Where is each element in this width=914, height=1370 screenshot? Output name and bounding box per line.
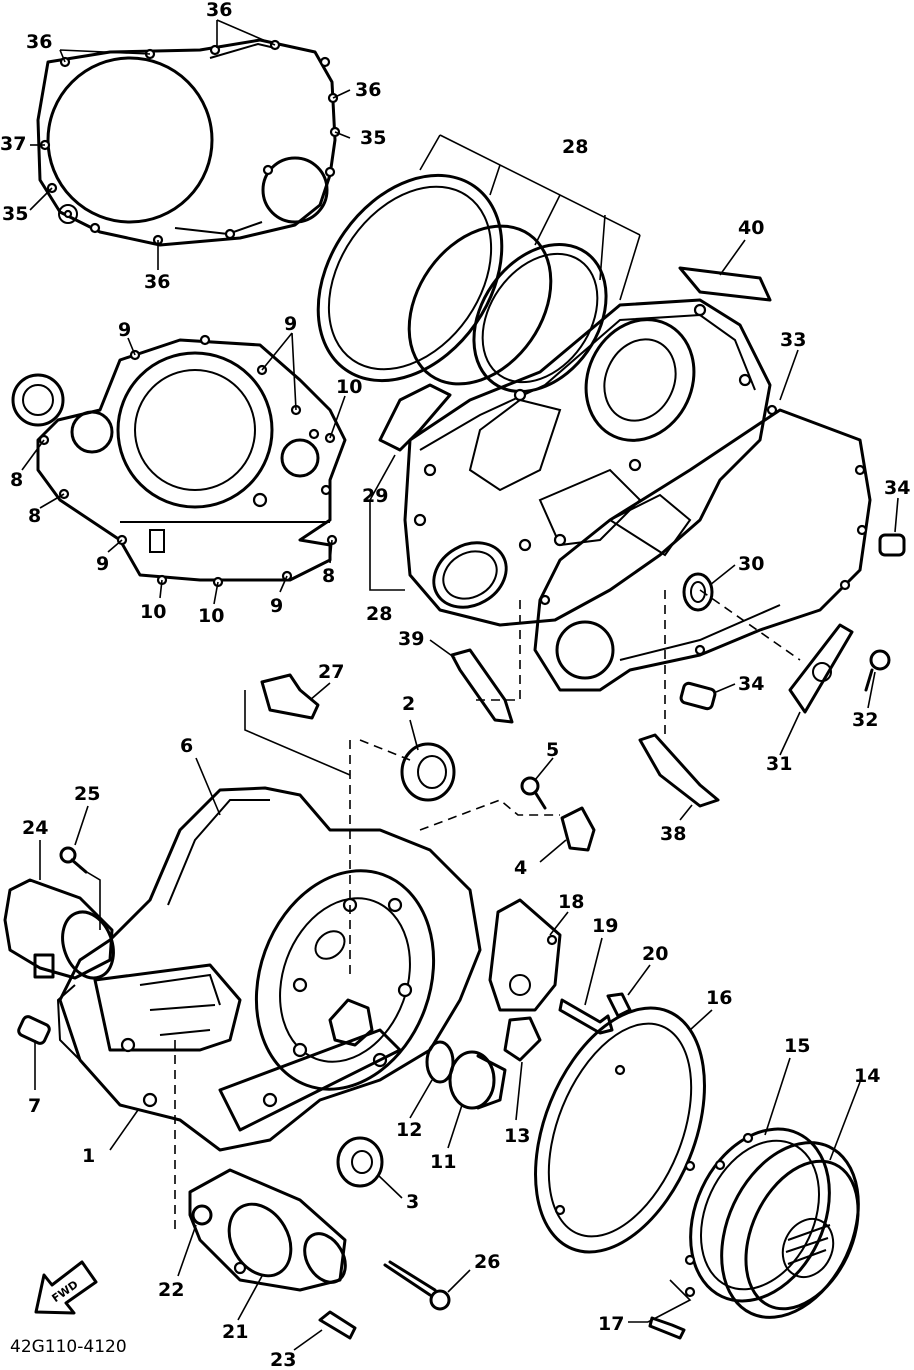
callout-22: 22 — [158, 1279, 184, 1301]
o-ring-12 — [409, 1040, 455, 1119]
callout-17: 17 — [598, 1313, 624, 1335]
crankcase-cover-15 — [684, 1057, 831, 1303]
callout-9-top-left: 9 — [118, 319, 131, 341]
dowel-34-lower — [679, 681, 736, 711]
callout-27: 27 — [318, 661, 344, 683]
gasket-22 — [177, 1204, 213, 1277]
callout-39: 39 — [398, 628, 424, 650]
callout-8-lower: 8 — [28, 505, 41, 527]
bearing-2 — [359, 719, 456, 802]
callout-6: 6 — [180, 735, 193, 757]
callout-13: 13 — [504, 1125, 530, 1147]
callout-28-bottom: 28 — [366, 603, 392, 625]
callout-2: 2 — [402, 693, 415, 715]
oil-seal-30 — [682, 564, 736, 612]
callout-3: 3 — [406, 1191, 419, 1213]
callout-14: 14 — [854, 1065, 880, 1087]
callout-25: 25 — [74, 783, 100, 805]
callout-32: 32 — [852, 709, 878, 731]
callout-10-bottom-left: 10 — [140, 601, 166, 623]
switch-13 — [503, 1016, 542, 1121]
dowel-34-upper — [878, 497, 906, 557]
bolt-25 — [59, 805, 101, 930]
callout-10-right: 10 — [336, 376, 362, 398]
callout-11: 11 — [430, 1151, 456, 1173]
callout-8-upper: 8 — [10, 469, 23, 491]
gasket-rings-28 — [316, 134, 641, 393]
callout-5: 5 — [546, 739, 559, 761]
callout-10-bottom-mid: 10 — [198, 605, 224, 627]
cover-21 — [188, 1168, 347, 1321]
bearing-3 — [336, 1136, 403, 1199]
callout-29: 29 — [362, 485, 388, 507]
gasket-cover-outline — [29, 19, 351, 270]
callout-21: 21 — [222, 1321, 248, 1343]
callout-19: 19 — [592, 915, 618, 937]
bolt-32 — [864, 649, 891, 709]
callout-7: 7 — [28, 1095, 41, 1117]
callout-35-right: 35 — [360, 127, 386, 149]
callout-20: 20 — [642, 943, 668, 965]
screw-19 — [558, 937, 614, 1035]
bracket-38 — [638, 733, 720, 821]
callout-40: 40 — [738, 217, 764, 239]
screw-5 — [520, 757, 554, 810]
callout-23: 23 — [270, 1349, 296, 1370]
callout-36-top: 36 — [206, 0, 232, 21]
callout-24: 24 — [22, 817, 48, 839]
bracket-40 — [678, 239, 772, 302]
callout-18: 18 — [558, 891, 584, 913]
callout-15: 15 — [784, 1035, 810, 1057]
callout-36-bottom: 36 — [144, 271, 170, 293]
guide-line-31 — [699, 589, 801, 661]
bolt-26 — [383, 1260, 471, 1311]
callout-9-left: 9 — [96, 553, 109, 575]
starter-motor-24 — [3, 840, 115, 980]
plate-31 — [779, 623, 854, 756]
callout-4: 4 — [514, 857, 527, 879]
callout-38: 38 — [660, 823, 686, 845]
plate-18 — [488, 898, 569, 1012]
callout-37: 37 — [0, 133, 26, 155]
callout-34-lower: 34 — [738, 673, 764, 695]
callout-36-left: 36 — [26, 31, 52, 53]
clip-27 — [244, 673, 351, 776]
guide-line-39 — [470, 600, 521, 701]
callout-36-right: 36 — [355, 79, 381, 101]
screw-23 — [293, 1310, 357, 1351]
dowel-7 — [17, 1015, 51, 1090]
bracket-39 — [429, 639, 514, 724]
gasket-33 — [533, 349, 872, 692]
callout-12: 12 — [396, 1119, 422, 1141]
crankcase-cover-6 — [56, 740, 482, 1230]
callout-9-bottom: 9 — [270, 595, 283, 617]
callout-9-top-right: 9 — [284, 313, 297, 335]
callout-31: 31 — [766, 753, 792, 775]
gasket-16 — [534, 1006, 713, 1254]
callout-8-right: 8 — [322, 565, 335, 587]
screw-17 — [628, 1279, 692, 1340]
callout-1: 1 — [82, 1145, 95, 1167]
cover-14 — [720, 1081, 861, 1319]
callout-34-upper: 34 — [884, 477, 910, 499]
callout-28-top: 28 — [562, 136, 588, 158]
fwd-direction-arrow: FWD — [34, 1260, 98, 1315]
crankcase-cover-inner-29 — [369, 298, 772, 627]
plug-11 — [447, 1050, 507, 1149]
sensor-4 — [419, 799, 596, 863]
callout-35-left: 35 — [2, 203, 28, 225]
callout-30: 30 — [738, 553, 764, 575]
drawing-code: 42G110-4120 — [10, 1337, 127, 1357]
callout-33: 33 — [780, 329, 806, 351]
gasket-crankcase-left — [11, 332, 347, 605]
screw-20 — [606, 964, 651, 1018]
callout-26: 26 — [474, 1251, 500, 1273]
callout-16: 16 — [706, 987, 732, 1009]
